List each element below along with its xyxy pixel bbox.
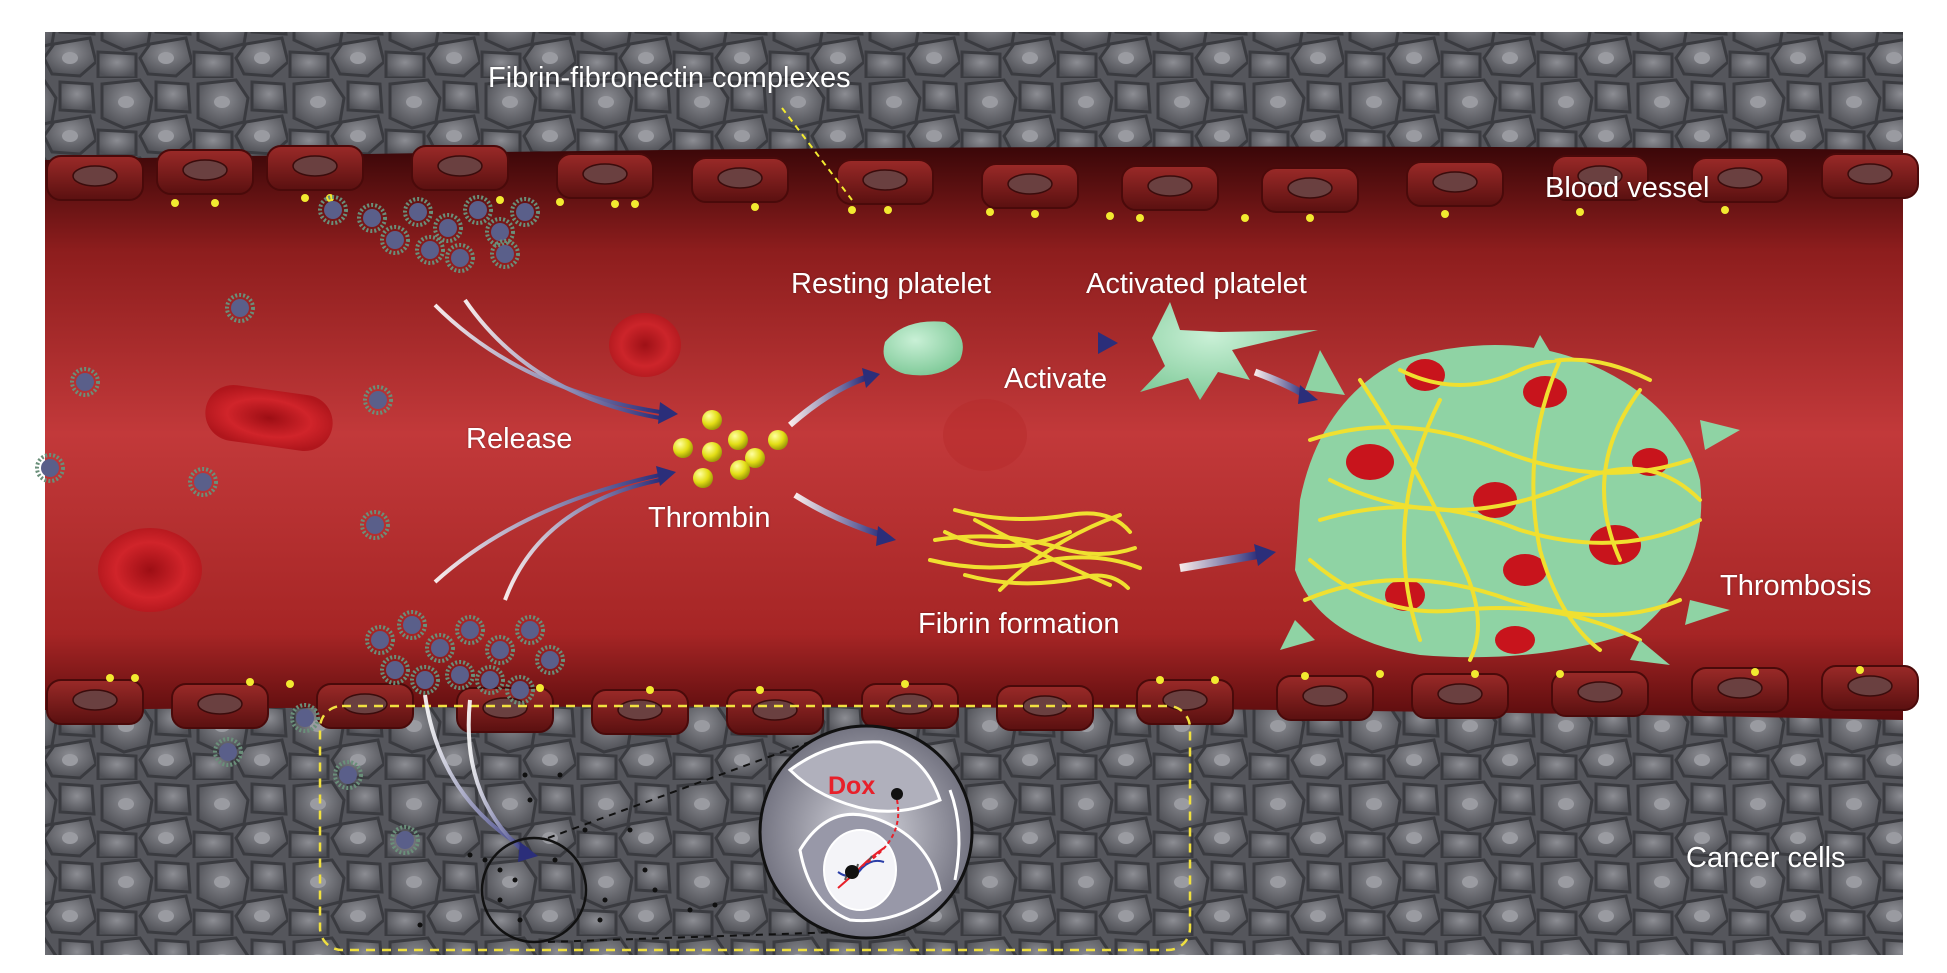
blood-vessel-label: Blood vessel — [1545, 172, 1710, 204]
activated-platelet-label: Activated platelet — [1086, 268, 1307, 300]
resting-platelet-label: Resting platelet — [791, 268, 991, 300]
release-arrowhead — [656, 466, 676, 486]
platelet-to-thrombus-arrowhead — [1298, 385, 1318, 404]
dox-path-arrow — [861, 799, 900, 867]
fibrin-formation-label: Fibrin formation — [918, 608, 1120, 640]
fibrin-fibronectin-label: Fibrin-fibronectin complexes — [488, 62, 851, 94]
thrombosis-label: Thrombosis — [1720, 570, 1872, 602]
release-arrowhead — [658, 402, 678, 424]
cancer-cells-label: Cancer cells — [1686, 842, 1846, 874]
lower-tissue — [45, 700, 1903, 955]
fibrin-fibronectin-leader — [781, 107, 853, 201]
resting-platelet-icon — [883, 321, 963, 376]
thrombus-clot-icon — [1280, 335, 1740, 665]
thrombin-arrowhead — [876, 526, 896, 546]
thrombin-sphere-icon — [673, 410, 788, 488]
fibrin-strands-icon — [928, 508, 1142, 592]
magnify-source-circle — [480, 836, 588, 944]
dox-molecule-target — [845, 865, 859, 879]
thrombin-label: Thrombin — [648, 502, 771, 534]
dox-label: Dox — [828, 772, 876, 800]
release-label: Release — [466, 423, 573, 455]
activated-platelet-icon — [1140, 302, 1318, 400]
tumor-drug-dots — [417, 772, 718, 928]
fibrin-to-thrombus-arrow — [1179, 551, 1259, 572]
penetration-arrowhead — [518, 842, 538, 862]
fibrin-fibronectin-knobs — [106, 194, 1864, 694]
red-blood-cell-icon — [98, 313, 1027, 612]
tumor-region-outline — [318, 704, 1192, 952]
zoom-circle — [758, 724, 974, 940]
release-arrows — [433, 298, 661, 601]
zoom-connector — [547, 739, 816, 839]
activate-label: Activate — [1004, 363, 1108, 395]
zoom-connector — [547, 931, 841, 943]
fibrin-to-thrombus-arrowhead — [1254, 544, 1276, 566]
thrombin-arrows — [788, 375, 883, 538]
dox-molecule — [891, 788, 903, 800]
thrombin-arrowhead — [862, 368, 880, 388]
activate-arrowhead — [1098, 332, 1118, 354]
